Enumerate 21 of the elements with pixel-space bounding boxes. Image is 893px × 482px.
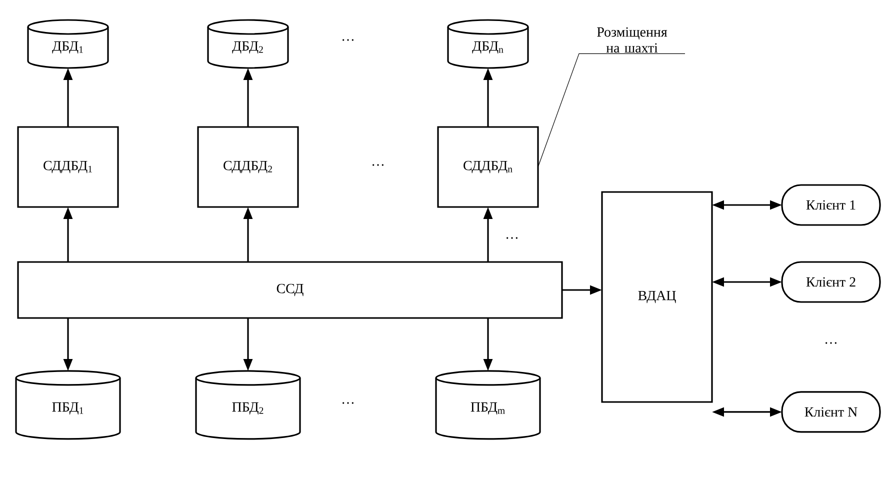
database-cylinder: ПБД$_{1}$ xyxy=(15,370,121,440)
annotation-text: Розміщення на шахті xyxy=(597,27,668,53)
ellipsis: … xyxy=(506,237,518,239)
database-cylinder: ПБД$_{m}$ xyxy=(435,370,541,440)
database-cylinder: ДБД$_{2}$ xyxy=(207,19,289,69)
leader-line xyxy=(538,53,686,168)
database-cylinder: ДБД$_{1}$ xyxy=(27,19,109,69)
database-cylinder: ДБД$_{n}$ xyxy=(447,19,529,69)
process-box: СДДБД$_{2}$ xyxy=(197,126,299,208)
database-cylinder: ПБД$_{2}$ xyxy=(195,370,301,440)
client-terminal: Клієнт N xyxy=(781,391,881,433)
process-box: СДДБД$_{1}$ xyxy=(17,126,119,208)
ellipsis: … xyxy=(826,342,836,344)
client-terminal: Клієнт 1 xyxy=(781,184,881,226)
ellipsis: … xyxy=(372,164,384,166)
process-box: ССД xyxy=(17,261,563,319)
client-terminal: Клієнт 2 xyxy=(781,261,881,303)
ellipsis: … xyxy=(342,39,354,41)
ellipsis: … xyxy=(342,402,354,404)
process-box: СДДБД$_{n}$ xyxy=(437,126,539,208)
process-box: ВДАЦ xyxy=(601,191,713,403)
